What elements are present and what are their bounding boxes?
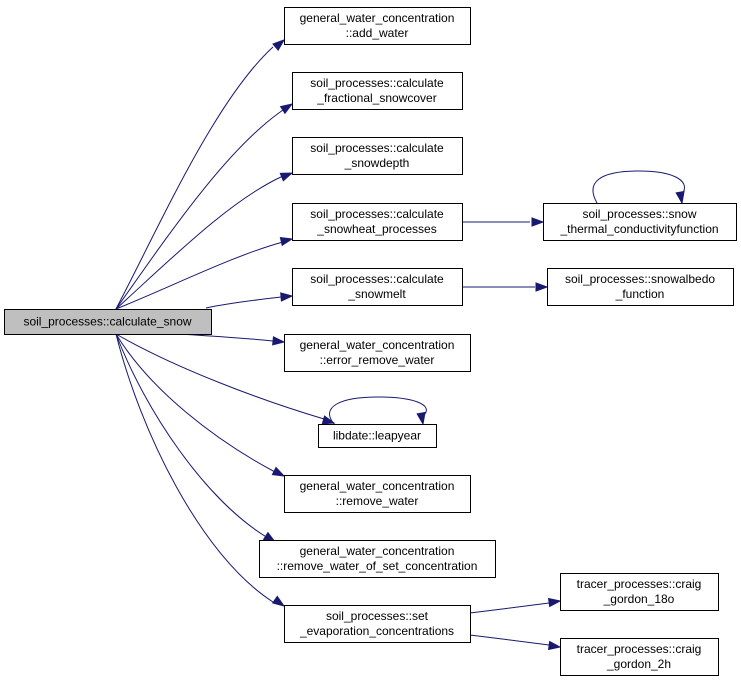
node-label-line: _function <box>615 287 665 301</box>
arrowhead <box>280 292 294 302</box>
node-label-line: tracer_processes::craig <box>577 577 702 591</box>
node-label-line: soil_processes::calculate <box>310 141 444 155</box>
edge-set_evap-to-craig18o <box>469 597 562 614</box>
node-leapyear[interactable]: libdate::leapyear <box>318 424 437 448</box>
arrowhead <box>272 39 286 52</box>
node-label-line: _evaporation_concentrations <box>299 624 454 638</box>
arrowhead <box>279 236 294 247</box>
node-snowalbedo[interactable]: soil_processes::snowalbedo_function <box>547 268 734 306</box>
edge-root-to-remove_set <box>115 333 277 543</box>
node-set_evap[interactable]: soil_processes::set_evaporation_concentr… <box>284 605 471 643</box>
node-add_water[interactable]: general_water_concentration::add_water <box>284 7 471 45</box>
node-craig2h[interactable]: tracer_processes::craig_gordon_2h <box>560 638 719 676</box>
node-label-line: ::remove_water <box>336 494 419 508</box>
arrowhead <box>675 190 685 205</box>
node-label-line: soil_processes::calculate_snow <box>23 315 191 329</box>
node-label-line: soil_processes::calculate <box>310 76 444 90</box>
arrowhead <box>547 640 562 651</box>
node-label-line: ::add_water <box>346 26 409 40</box>
edge-leapyear-to-leapyear <box>329 396 427 426</box>
node-label-line: ::error_remove_water <box>320 353 435 367</box>
node-error_remove[interactable]: general_water_concentration::error_remov… <box>284 334 471 372</box>
arrowhead <box>271 466 286 477</box>
node-craig18o[interactable]: tracer_processes::craig_gordon_18o <box>560 573 719 611</box>
node-remove_water[interactable]: general_water_concentration::remove_wate… <box>284 475 471 513</box>
arrowhead <box>272 336 286 346</box>
node-label-line: _gordon_18o <box>603 592 675 606</box>
arrowhead <box>279 172 294 182</box>
node-label-line: _fractional_snowcover <box>316 91 436 105</box>
node-label-line: general_water_concentration <box>300 544 455 558</box>
node-label-line: _thermal_conductivityfunction <box>559 222 718 236</box>
node-label-line: soil_processes::set <box>326 609 429 623</box>
edge-root-to-set_evap <box>115 333 286 607</box>
node-label-line: general_water_concentration <box>300 11 455 25</box>
edge-root-to-error_remove <box>179 333 286 346</box>
edge-root-to-snowdepth <box>115 172 294 310</box>
arrowhead <box>535 282 549 292</box>
arrowhead <box>547 597 562 608</box>
edge-root-to-remove_water <box>115 333 286 477</box>
edge-snow_thermal-to-snow_thermal <box>592 170 685 205</box>
node-snowheat[interactable]: soil_processes::calculate_snowheat_proce… <box>292 203 463 241</box>
node-label-line: _snowdepth <box>344 156 410 170</box>
node-snowmelt[interactable]: soil_processes::calculate_snowmelt <box>292 268 463 306</box>
edge-root-to-snowheat <box>115 236 294 310</box>
node-root[interactable]: soil_processes::calculate_snow <box>4 309 212 335</box>
node-label-line: _snowmelt <box>347 287 406 301</box>
edge-root-to-leapyear <box>115 333 336 425</box>
node-snow_thermal[interactable]: soil_processes::snow_thermal_conductivit… <box>543 203 737 241</box>
arrowhead <box>321 415 336 425</box>
node-label-line: soil_processes::snow <box>582 207 696 221</box>
arrowhead <box>279 103 294 115</box>
node-snowdepth[interactable]: soil_processes::calculate_snowdepth <box>292 137 463 175</box>
arrowhead <box>271 595 286 607</box>
node-label-line: general_water_concentration <box>300 479 455 493</box>
node-label-line: soil_processes::calculate <box>310 272 444 286</box>
edge-set_evap-to-craig2h <box>469 634 562 651</box>
edge-snowmelt-to-snowalbedo <box>462 282 549 292</box>
arrowhead <box>416 411 426 426</box>
edge-root-to-frac_snowcover <box>115 103 294 310</box>
node-label-line: _snowheat_processes <box>316 222 436 236</box>
node-label-line: tracer_processes::craig <box>577 642 702 656</box>
node-frac_snowcover[interactable]: soil_processes::calculate_fractional_sno… <box>292 72 463 110</box>
node-label-line: soil_processes::calculate <box>310 207 444 221</box>
edge-snowheat-to-snow_thermal <box>462 217 545 227</box>
call-nodes: soil_processes::calculate_snowgeneral_wa… <box>4 7 737 676</box>
edge-root-to-add_water <box>115 39 286 310</box>
call-edges <box>115 39 685 651</box>
edge-root-to-snowmelt <box>205 292 294 309</box>
node-label-line: _gordon_2h <box>606 657 671 671</box>
node-label-line: libdate::leapyear <box>333 429 421 443</box>
node-label-line: general_water_concentration <box>300 338 455 352</box>
arrowhead <box>531 217 545 227</box>
node-label-line: ::remove_water_of_set_concentration <box>277 559 478 573</box>
node-remove_set[interactable]: general_water_concentration::remove_wate… <box>259 540 496 578</box>
node-label-line: soil_processes::snowalbedo <box>565 272 715 286</box>
